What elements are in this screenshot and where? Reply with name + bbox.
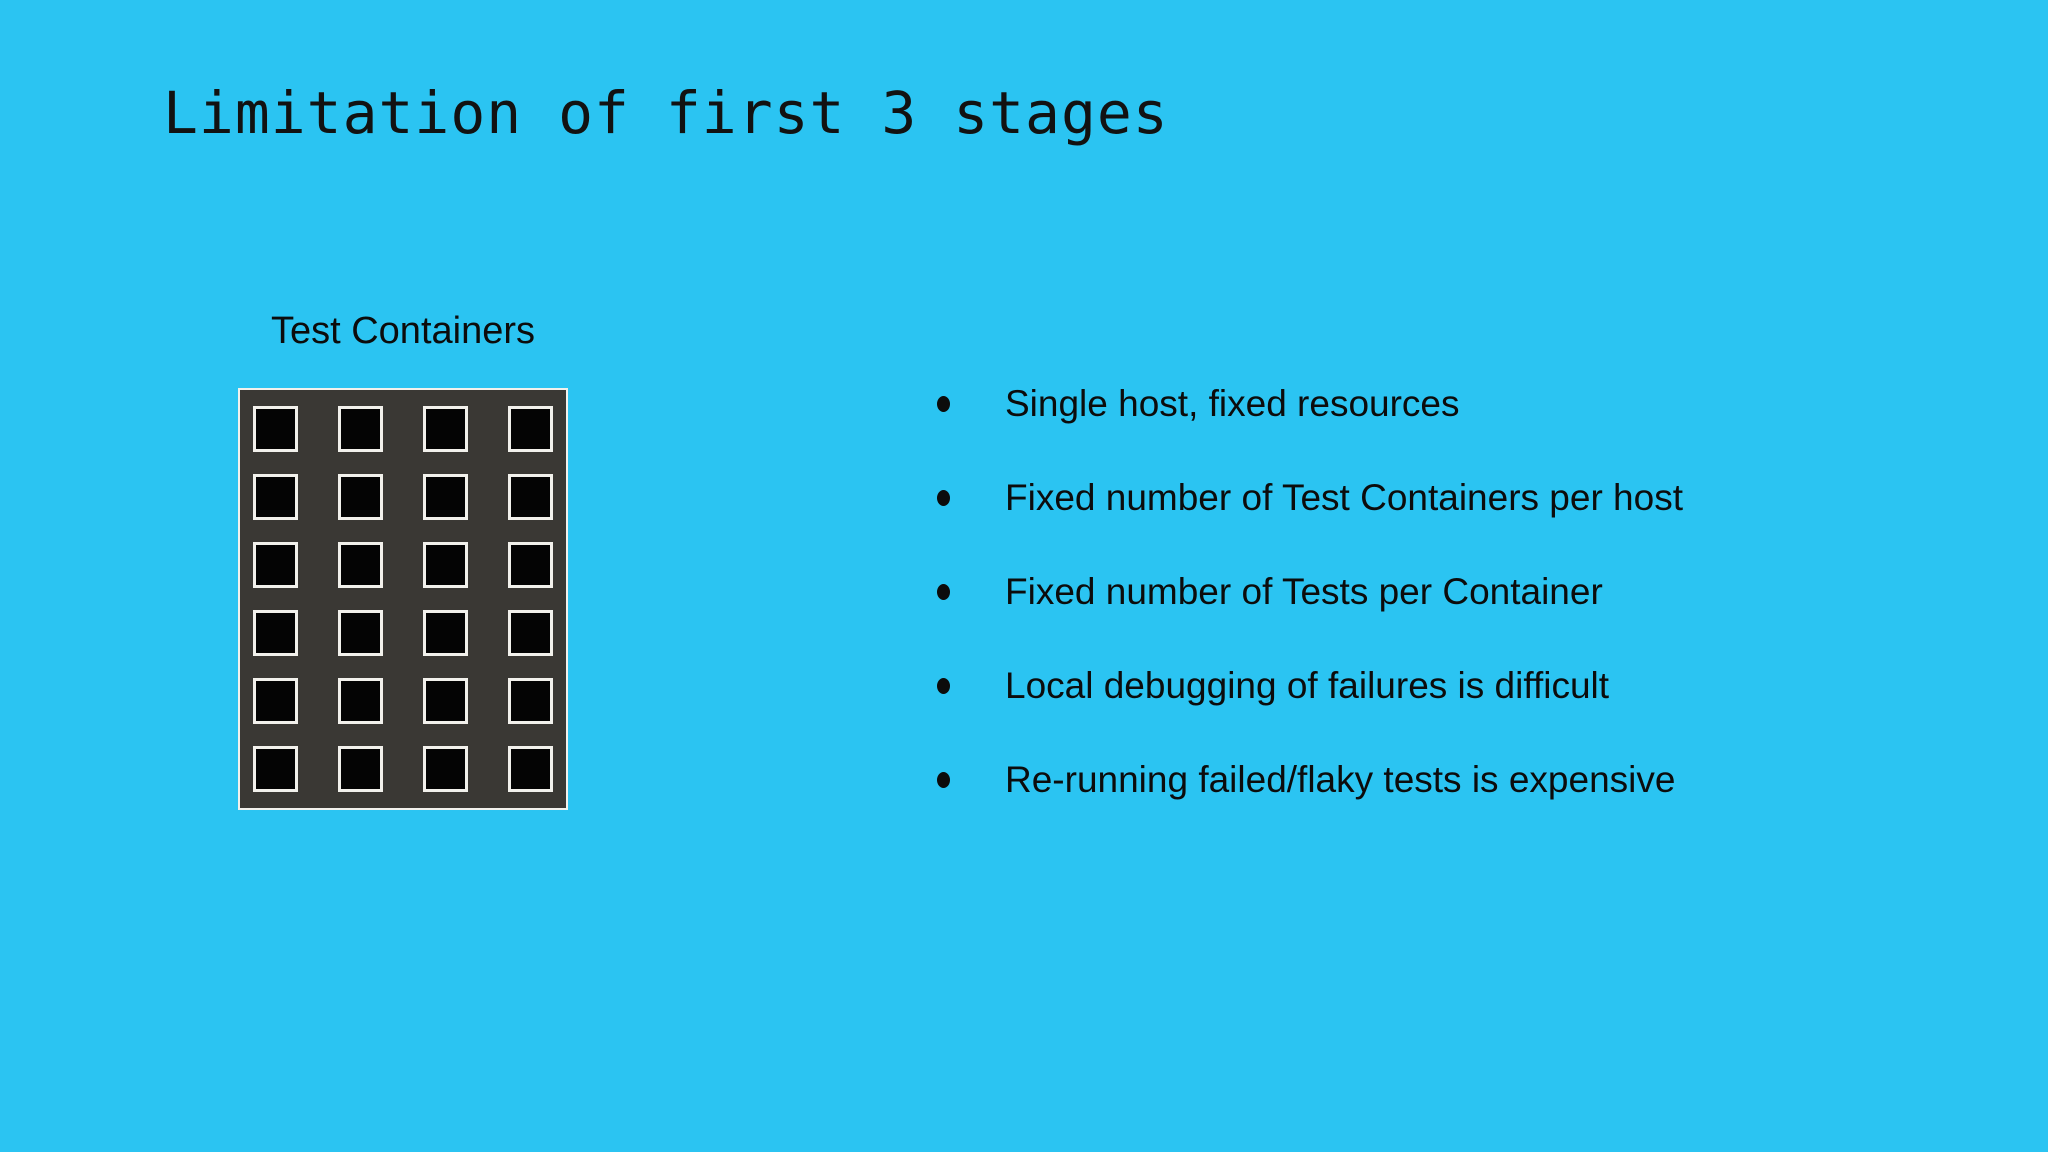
bullet-icon — [937, 772, 950, 788]
container-cell — [253, 610, 298, 656]
list-item: Fixed number of Tests per Container — [937, 570, 1683, 614]
bullet-text: Fixed number of Tests per Container — [1005, 571, 1603, 612]
list-item: Re-running failed/flaky tests is expensi… — [937, 758, 1683, 802]
container-cell — [508, 474, 553, 520]
container-cell — [508, 610, 553, 656]
bullet-text: Re-running failed/flaky tests is expensi… — [1005, 759, 1676, 800]
container-cell — [253, 542, 298, 588]
test-containers-diagram: Test Containers — [238, 308, 568, 810]
container-cell — [338, 474, 383, 520]
slide-title: Limitation of first 3 stages — [163, 79, 1169, 147]
container-cell — [338, 678, 383, 724]
bullet-text: Local debugging of failures is difficult — [1005, 665, 1610, 706]
container-cell — [508, 406, 553, 452]
container-cell — [423, 406, 468, 452]
container-cell — [253, 678, 298, 724]
container-cell — [253, 474, 298, 520]
test-containers-grid — [238, 388, 568, 810]
container-cell — [253, 406, 298, 452]
bullet-icon — [937, 584, 950, 600]
container-cell — [338, 610, 383, 656]
bullet-text: Single host, fixed resources — [1005, 383, 1460, 424]
bullet-text: Fixed number of Test Containers per host — [1005, 477, 1683, 518]
diagram-label: Test Containers — [270, 310, 535, 352]
container-cell — [338, 542, 383, 588]
bullet-icon — [937, 678, 950, 694]
container-cell — [423, 610, 468, 656]
list-item: Local debugging of failures is difficult — [937, 664, 1683, 708]
container-cell — [253, 746, 298, 792]
container-cell — [423, 678, 468, 724]
container-cell — [423, 542, 468, 588]
list-item: Fixed number of Test Containers per host — [937, 476, 1683, 520]
container-cell — [508, 542, 553, 588]
container-cell — [508, 746, 553, 792]
bullet-icon — [937, 490, 950, 506]
container-cell — [338, 746, 383, 792]
container-cell — [423, 746, 468, 792]
bullet-icon — [937, 396, 950, 412]
container-cell — [338, 406, 383, 452]
container-cell — [423, 474, 468, 520]
container-cell — [508, 678, 553, 724]
list-item: Single host, fixed resources — [937, 382, 1683, 426]
